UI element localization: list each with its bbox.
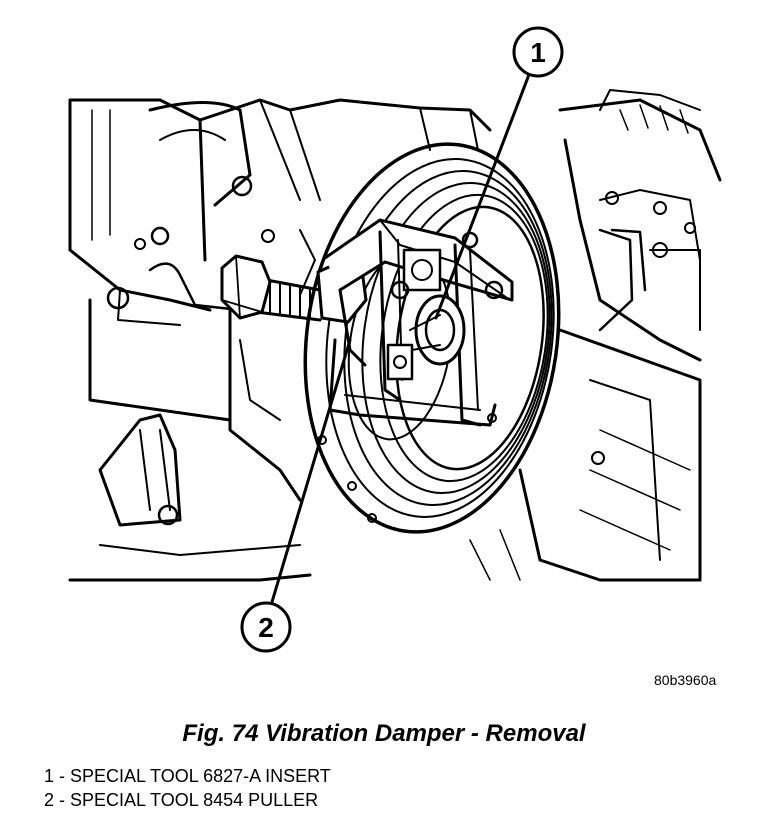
callout-2: 2: [240, 601, 292, 653]
leader-line-1: [434, 70, 532, 320]
leader-line-2: [270, 338, 352, 604]
accessory-hoses: [148, 228, 647, 332]
engine-illustration: 1 2: [68, 26, 722, 653]
callout-2-number: 2: [258, 612, 274, 643]
callout-1: 1: [512, 26, 564, 78]
callout-leaders: [270, 70, 532, 604]
figure-caption: Fig. 74 Vibration Damper - Removal: [182, 720, 586, 747]
puller-tool: [220, 218, 514, 427]
legend-item: 2 - SPECIAL TOOL 8454 PULLER: [44, 790, 319, 810]
callout-legend: 1 - SPECIAL TOOL 6827-A INSERT 2 - SPECI…: [44, 764, 331, 812]
figure-reference-code: 80b3960a: [654, 672, 717, 688]
legend-item: 1 - SPECIAL TOOL 6827-A INSERT: [44, 766, 331, 786]
callout-1-number: 1: [530, 37, 546, 68]
engine-block: [68, 89, 722, 582]
